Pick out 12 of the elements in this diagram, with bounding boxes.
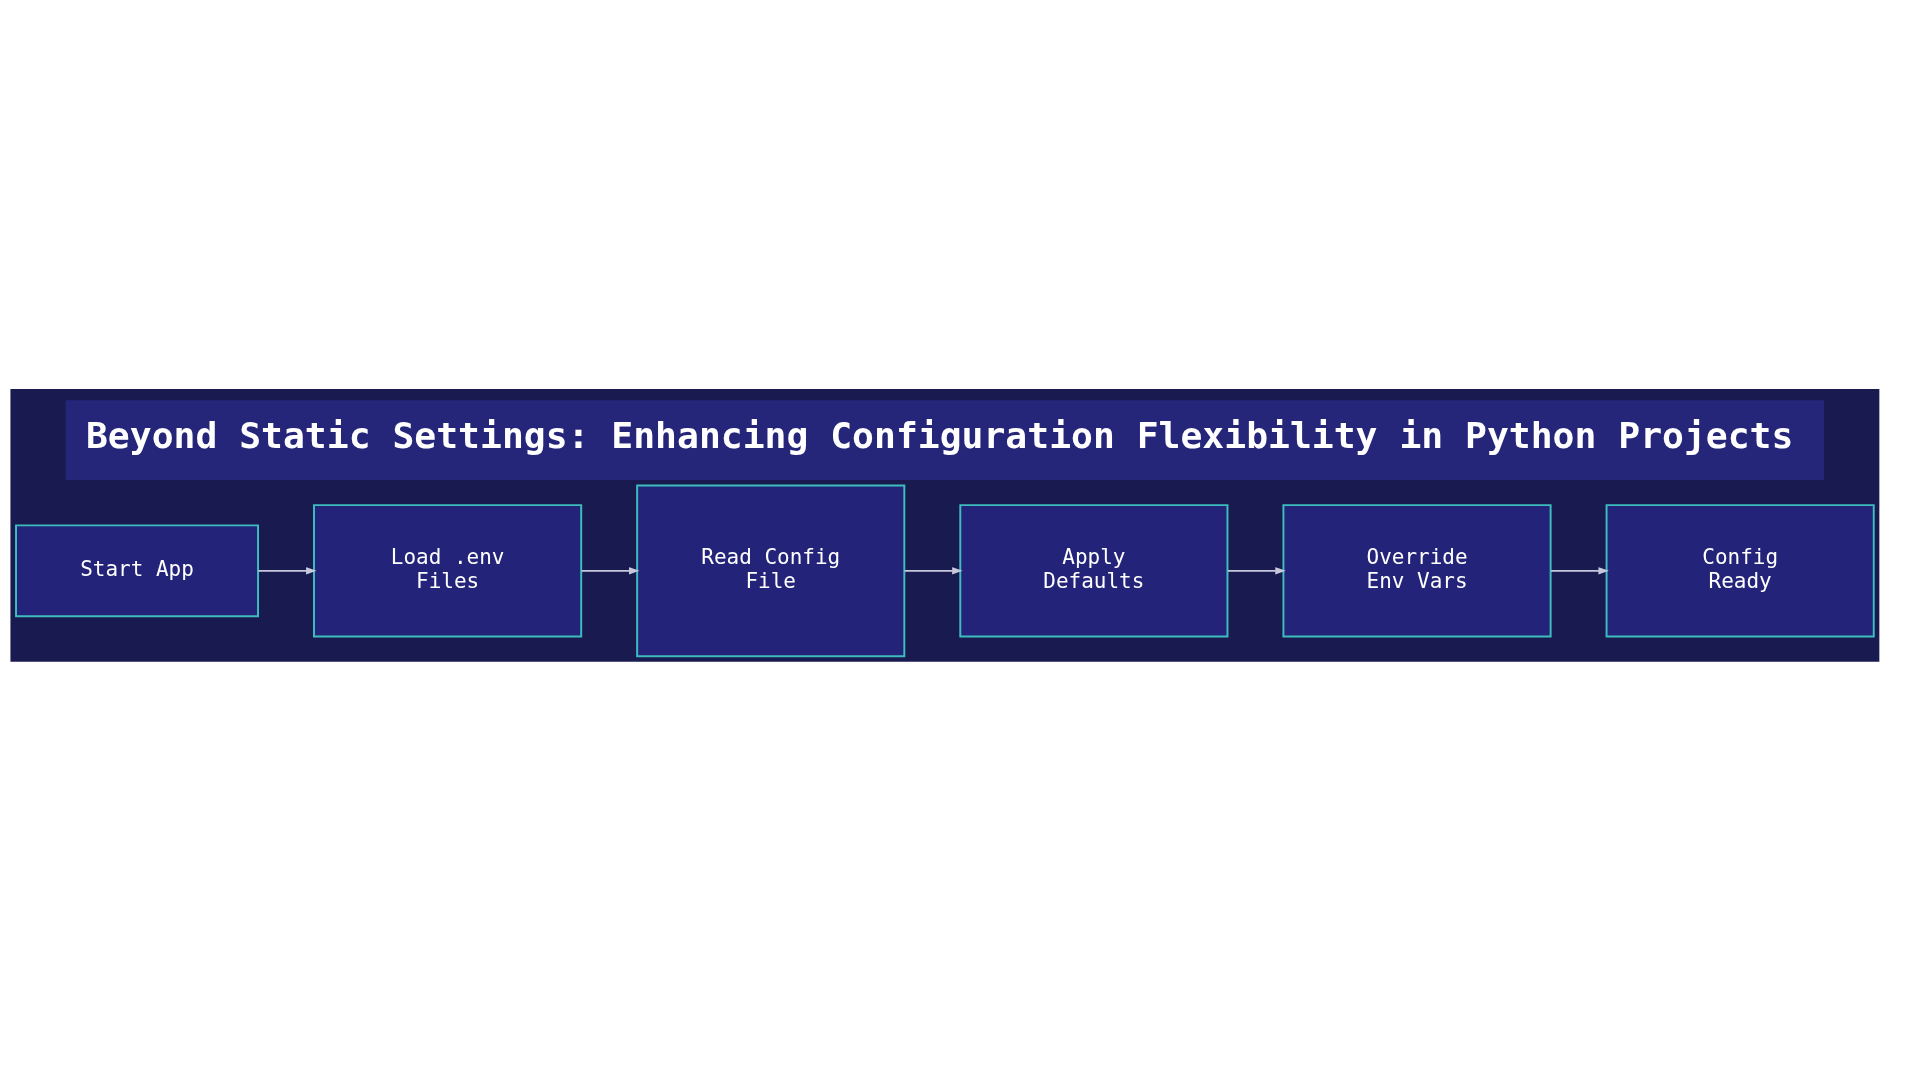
node-box: Load .env Files: [313, 503, 583, 638]
node-box: Apply Defaults: [959, 503, 1229, 638]
node-box: Config Ready: [1605, 503, 1875, 638]
node-box: Read Config File: [636, 484, 906, 657]
arrow: [1550, 566, 1609, 574]
node-box: Start App: [15, 523, 260, 617]
node-box: Override Env Vars: [1282, 503, 1552, 638]
arrow: [1227, 566, 1286, 574]
arrow: [903, 566, 963, 574]
arrow: [257, 566, 317, 574]
arrow: [580, 566, 640, 574]
diagram-title: Beyond Static Settings: Enhancing Configuration Flexibility in Python Projects: [85, 413, 1794, 457]
